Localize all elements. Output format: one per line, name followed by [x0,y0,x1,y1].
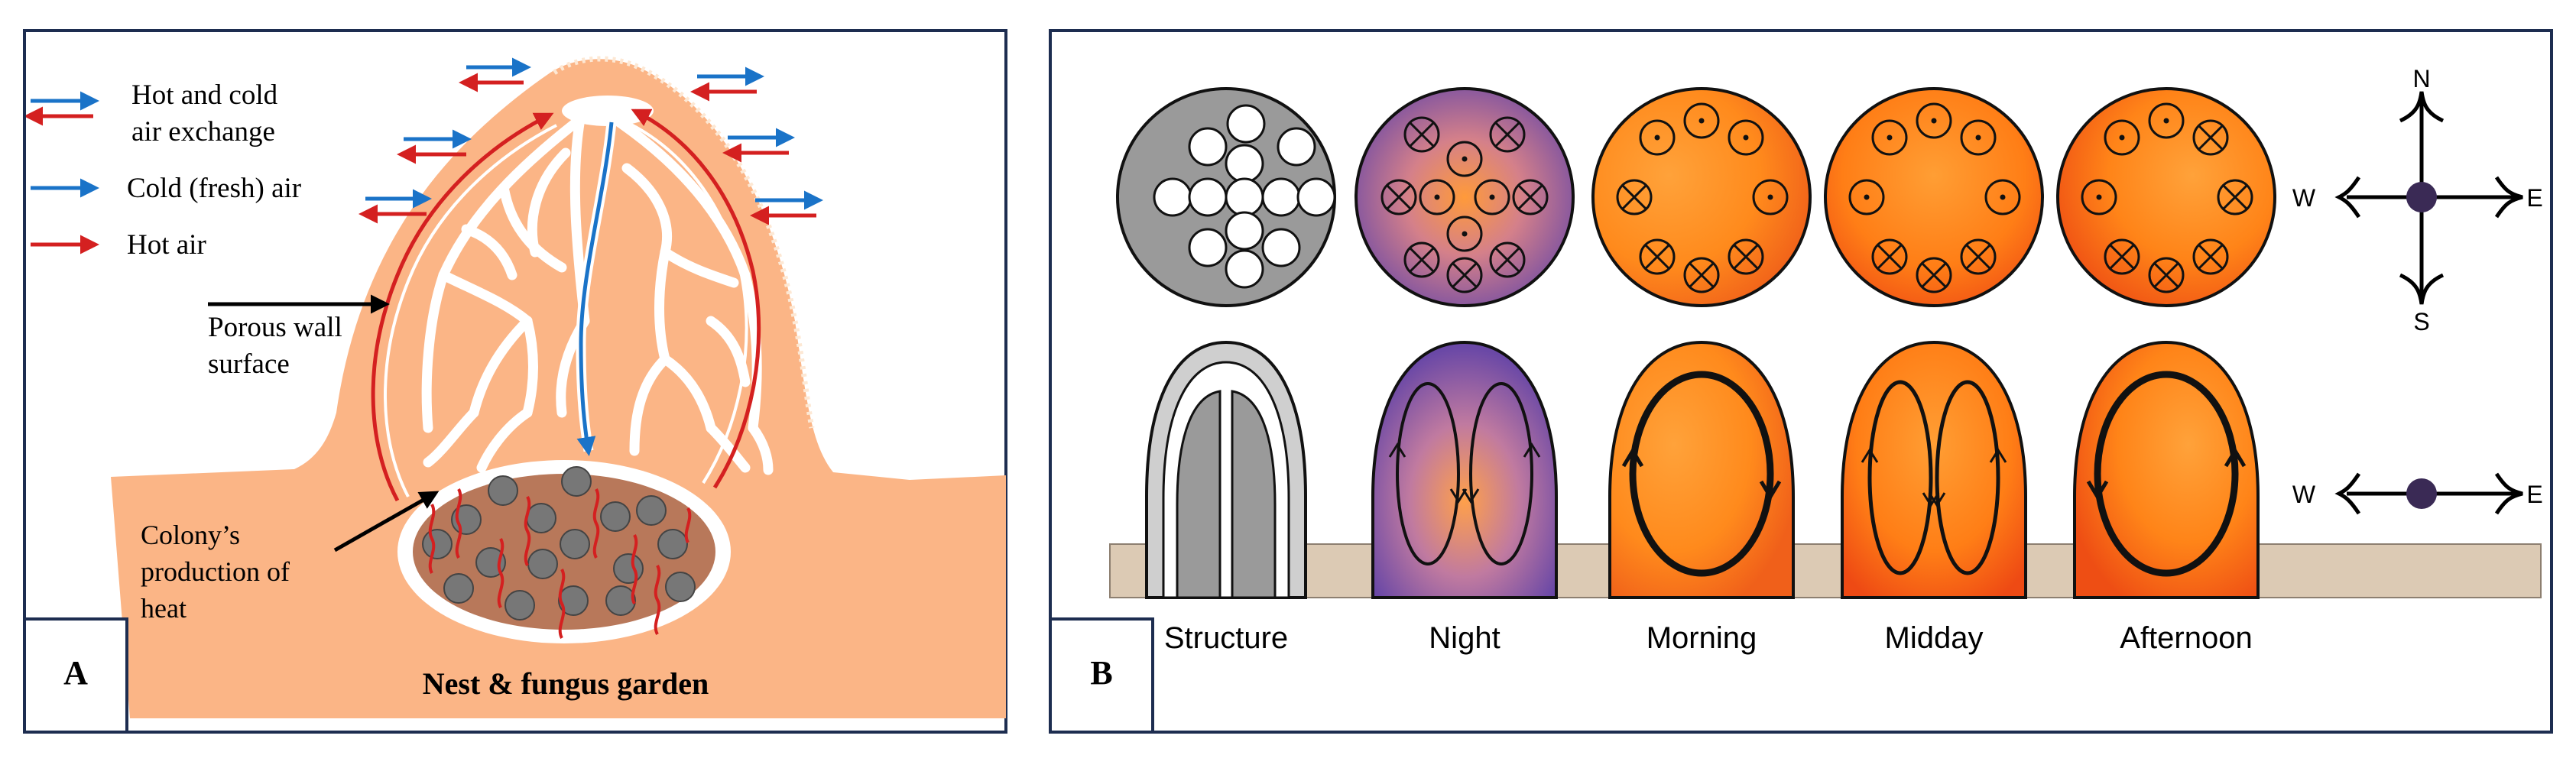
porous-wall-edge [552,56,815,429]
fungus-nodules [422,466,696,621]
compass2-west: W [2292,481,2316,508]
exchange-pair-3 [397,129,472,164]
column-label-morning: Morning [1646,621,1757,655]
legend: Hot and cold air exchange Cold (fresh) a… [26,79,301,261]
legend-exchange-label-2: air exchange [131,116,275,147]
compass-center [2406,182,2437,212]
hot-air-left-loop-inner [384,124,557,497]
cold-air-down-arrow-line [576,122,614,456]
ground-band [1109,543,2542,598]
exchange-pair-5 [358,189,432,224]
compass-east: E [2526,184,2542,212]
porous-wall-label-2: surface [208,348,290,380]
tunnel-network [421,102,774,475]
colony-label-3: heat [141,593,187,624]
afternoon-top-view [2056,87,2276,307]
hot-air-right-loop [631,109,761,489]
exchange-pair-2 [690,66,764,102]
morning-top-view [1591,87,1812,307]
compass-west: W [2292,184,2316,212]
panel-a-letter-box [23,617,128,734]
top-chamber [562,96,654,126]
structure-side-view [1145,340,1307,599]
structure-top-view [1116,87,1336,307]
panel-b-letter-box [1049,617,1154,734]
exchange-pair-6 [750,190,823,225]
panel-a-letter: A [63,654,88,692]
heat-waves [428,488,692,639]
air-exchange-arrows [358,57,823,225]
column-label-midday: Midday [1885,621,1984,655]
exchange-pair-4 [722,128,795,163]
compass-west-east-center [2406,478,2437,509]
column-label-night: Night [1429,621,1500,655]
legend-exchange-label-1: Hot and cold [131,79,278,111]
panel-b: Structure Night Morning Midday Afternoon… [1049,29,2553,734]
compass-rose [2334,91,2523,305]
midday-side-view [1841,340,2027,599]
colony-label-1: Colony’s [141,520,240,550]
compass-south: S [2413,308,2429,335]
column-label-structure: Structure [1164,621,1288,655]
nest-label: Nest & fungus garden [423,666,709,701]
night-side-view [1371,340,1558,599]
midday-top-view [1824,87,2044,307]
legend-hot-label: Hot air [127,229,206,261]
colony-label-2: production of [141,556,290,587]
compass-north: N [2412,65,2430,92]
porous-wall-label-1: Porous wall [208,312,342,343]
compass2-east: E [2526,481,2542,508]
column-label-afternoon: Afternoon [2120,621,2252,655]
legend-cold-label: Cold (fresh) air [127,173,301,204]
colony-pointer [333,491,440,553]
morning-side-view [1608,340,1795,599]
night-top-view [1355,87,1575,307]
hot-air-right-loop-inner [629,122,748,484]
panel-a: Hot and cold air exchange Cold (fresh) a… [23,29,1007,734]
afternoon-side-view [2073,340,2260,599]
exchange-pair-1 [459,57,531,92]
panel-b-letter: B [1090,654,1112,692]
hot-air-left-loop [371,112,554,502]
